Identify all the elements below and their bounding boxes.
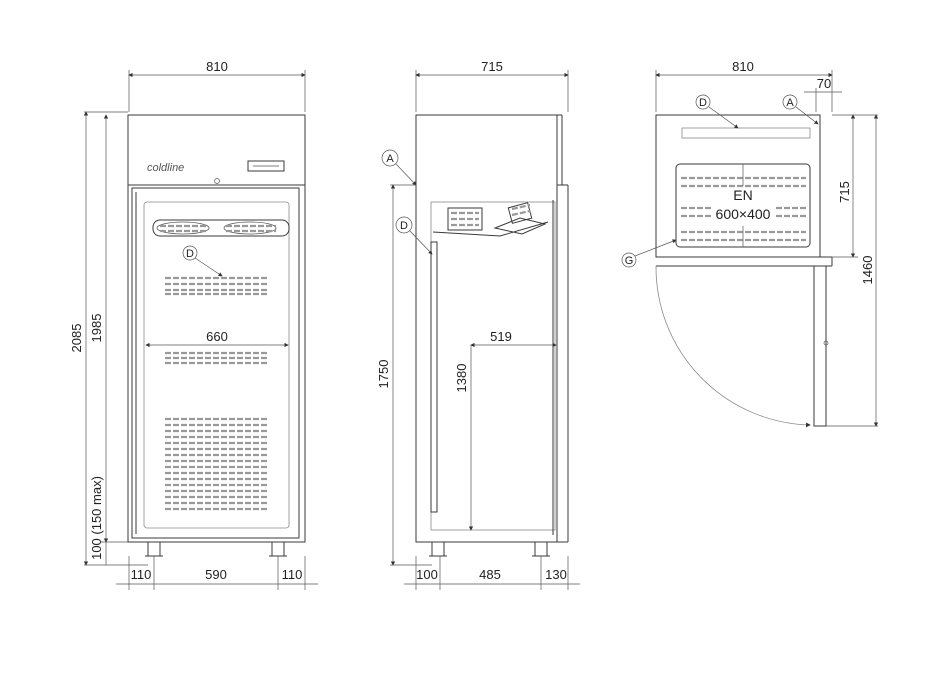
top-depth-dim: 715 (837, 181, 852, 203)
side-depth-dim: 715 (481, 59, 503, 74)
evaporator-fans (152, 219, 290, 237)
side-foot-front (431, 541, 445, 557)
side-inner-height-dim: 1380 (454, 364, 469, 393)
callout-g-top-label: G (625, 255, 634, 267)
top-cabinet (655, 114, 821, 258)
side-view: 715 A D 519 (376, 59, 580, 590)
open-door (813, 265, 827, 427)
brand-logo: coldline (147, 162, 184, 174)
foot-left-dim: 110 (131, 567, 152, 582)
callout-d-front (182, 245, 198, 261)
callout-d-side-label: D (400, 220, 408, 232)
side-foot-back (534, 541, 548, 557)
callout-d-top-label: D (699, 97, 707, 109)
shelf-grilles (165, 276, 268, 511)
top-width-dim: 810 (732, 59, 754, 74)
front-door (131, 187, 300, 539)
lock-icon (214, 178, 220, 184)
tray-standard-label: EN (733, 187, 752, 203)
en-tray (675, 163, 811, 248)
side-base-mid-dim: 485 (479, 567, 501, 582)
front-feet-height-dim: 100 (150 max) (89, 476, 104, 560)
front-view: 810 coldline (69, 59, 318, 590)
callout-d-front-label: D (186, 248, 194, 260)
front-cabinet (127, 114, 306, 543)
front-width-dim: 810 (206, 59, 228, 74)
side-shelf-rail (430, 241, 438, 513)
door-handle (823, 340, 829, 346)
top-evaporator (681, 127, 811, 139)
top-offset-dim: 70 (817, 76, 831, 91)
top-view: 810 70 EN 600×400 D A (621, 59, 879, 428)
side-inner-depth-dim: 519 (490, 329, 512, 344)
evaporator-unit (432, 202, 549, 237)
callout-a-side-label: A (386, 153, 394, 165)
foot-left (147, 541, 161, 557)
side-base-right-dim: 130 (545, 567, 567, 582)
side-base-left-dim: 100 (416, 567, 438, 582)
callout-d-top (695, 94, 711, 110)
side-height-dim: 1750 (376, 360, 391, 389)
foot-right-dim: 110 (282, 567, 303, 582)
foot-span-dim: 590 (205, 567, 227, 582)
callout-a-side (381, 149, 399, 167)
door-swing-arc (655, 265, 811, 428)
foot-right (271, 541, 285, 557)
callout-a-top-label: A (786, 97, 794, 109)
front-height-total-dim: 2085 (69, 324, 84, 353)
door-glass (143, 201, 290, 529)
side-interior (430, 201, 556, 531)
callout-g-top (621, 252, 637, 268)
callout-a-top (782, 94, 798, 110)
tray-size-label: 600×400 (716, 206, 771, 222)
control-display (247, 160, 285, 172)
front-height-body-dim: 1985 (89, 314, 104, 343)
callout-d-side (395, 216, 413, 234)
front-inner-width-dim: 660 (206, 329, 228, 344)
top-door-open-depth-dim: 1460 (860, 256, 875, 285)
